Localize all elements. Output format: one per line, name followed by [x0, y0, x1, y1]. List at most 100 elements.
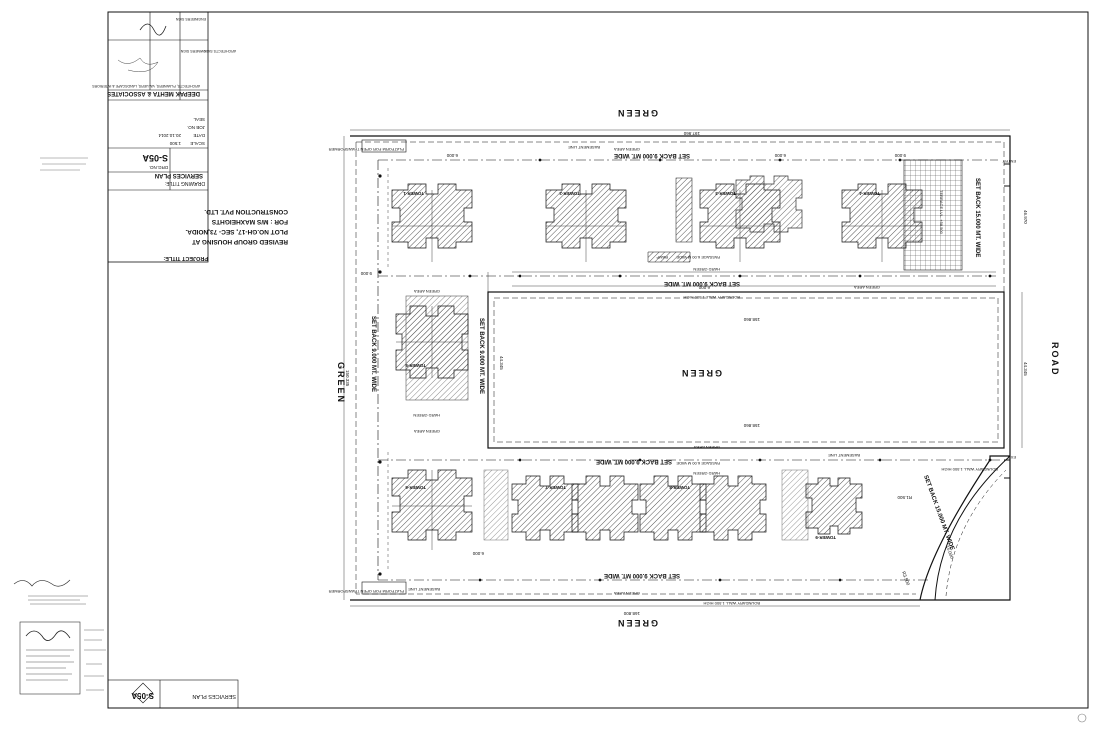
label-left-green: GREEN [336, 362, 346, 404]
dim-right-length: 44.345 [1023, 362, 1028, 376]
green-area-left-low: GREEN AREA [414, 429, 440, 434]
drawing-title-label: DRAWING TITLE: [165, 180, 205, 186]
job-no-label: JOB NO. [187, 125, 205, 130]
green-area-left: GREEN AREA [414, 289, 440, 294]
drawing-title: SERVICES PLAN [155, 172, 203, 178]
green-area-middle: GREEN AREA [694, 445, 720, 450]
tower-tag-2: TOWER-2 [559, 191, 580, 196]
basement-line-top: BASEMENT LINE [568, 145, 600, 150]
setback-left-inner: SET BACK 9.000 MT. WIDE [478, 318, 484, 394]
owners-sign: OWNERS SIGN [180, 49, 206, 53]
basement-line-bottom: BASEMENT LINE [408, 587, 440, 592]
dim-offset-6-d: 6.000 [472, 551, 484, 556]
dim-inner-top: 158.860 [743, 317, 760, 322]
plot-boundary [350, 135, 1011, 601]
tower-tag-8: TOWER-8 [669, 485, 690, 490]
signature-scribble [139, 23, 167, 36]
strip-title: SERVICES PLAN [192, 693, 236, 699]
tower-tag-4: TOWER-4 [859, 191, 880, 196]
dim-bottom-length: 168.800 [623, 611, 640, 616]
towers [391, 175, 923, 550]
label-top-green: GREEN [616, 108, 658, 118]
setback-right-bottom: SET BACK 15.000 MT. WIDE [922, 475, 955, 552]
project-title-label: PROJECT TITLE: [163, 255, 208, 261]
tower-tag-5: TOWER-5 [405, 363, 426, 368]
date-value: 20.10.2014 [158, 133, 181, 138]
architects-sign: ARCHITECTS SIGN [204, 49, 236, 53]
dim-left-length: 150.335 [345, 370, 350, 387]
dim-curve-2: R3.500 [901, 571, 911, 587]
seal-label: SEAL [193, 117, 205, 122]
firm-subtitle: ARCHITECTS, PLANNERS, VALUERS, LANDSCAPE… [92, 84, 200, 88]
setback-middle-bottom: SET BACK 9.000 MT. WIDE [596, 458, 672, 464]
transformer-top: PLATFORM FOR OPEN TRANSFORMER [328, 147, 404, 152]
dim-inner-bottom: 158.860 [743, 423, 760, 428]
tower-block-10 [805, 477, 863, 535]
tower-tag-1: TOWER-1 [403, 191, 424, 196]
approval-stamps [13, 157, 106, 695]
tower-block-9b [699, 475, 767, 541]
date-label: DATE [193, 133, 205, 138]
tower-tag-9: TOWER-9 [815, 535, 836, 540]
tower-tag-7: TOWER-7 [545, 485, 566, 490]
sheet-border [107, 11, 1089, 709]
label-center-green: GREEN [680, 368, 722, 378]
page-corner-mark [1077, 713, 1087, 723]
site-plan [350, 135, 1011, 601]
boundary-wall-inner: BOUNDARY WALL 1.500 HIGH [683, 295, 740, 300]
utility-marks [378, 158, 992, 582]
green-area-top: GREEN AREA [614, 147, 640, 152]
passage-top: PASSAGE 6.00 M WIDE [676, 255, 720, 260]
hard-green-top: HARD GREEN [693, 267, 720, 272]
tower-tags: TOWER-1 TOWER-2 TOWER-3 TOWER-4 TOWER-5 … [403, 191, 880, 540]
hard-green-bottom: HARD GREEN [693, 471, 720, 476]
setback-middle-top: SET BACK 9.000 MT. WIDE [664, 280, 740, 286]
transformer-bottom: PLATFORM FOR OPEN TRANSFORMER [328, 589, 404, 594]
label-right-road: ROAD [1050, 342, 1060, 377]
firm-name: DEEPAK MEHTA & ASSOCIATES [107, 90, 200, 96]
scale-label: SCALE [190, 141, 205, 146]
basement-line-right: BASEMENT LINE [828, 453, 860, 458]
setback-left: SET BACK 9.000 MT. WIDE [370, 316, 376, 392]
tower-tag-3: TOWER-3 [715, 191, 736, 196]
tower-block-4 [735, 175, 803, 233]
dim-offset-6-a: 6.000 [446, 153, 458, 158]
boundary-wall-bottom: BOUNDARY WALL 1.500 HIGH [703, 601, 760, 606]
tower-tag-6: TOWER-6 [405, 485, 426, 490]
green-area-right: GREEN AREA [854, 285, 880, 290]
dim-offset-9-left: 9.000 [360, 271, 372, 276]
client-name: FOR : M/S MAXHEIGHTS [211, 218, 288, 225]
exit-label: EXIT [1007, 455, 1016, 460]
dim-offset-6-b: 6.000 [774, 153, 786, 158]
bottom-strip: SERVICES PLAN S-05A [107, 679, 239, 709]
engineers-sign: ENGINEERS SIGN [175, 17, 206, 21]
dim-offset-6-c: 6.000 [698, 285, 710, 290]
setback-right-top: SET BACK 15.000 MT. WIDE [974, 178, 980, 257]
tower-block-8a [511, 475, 579, 541]
hard-green-left: HARD GREEN [413, 413, 440, 418]
dim-offset-9: 9.000 [894, 153, 906, 158]
drg-no-label: DRG.NO. [149, 165, 168, 170]
label-bottom-green: GREEN [616, 618, 658, 628]
dim-right-top: 46.970 [1023, 210, 1028, 224]
orientation-labels: GREEN GREEN GREEN ROAD GREEN [336, 108, 1060, 628]
project-title: REVISED GROUP HOUSING AT [192, 238, 288, 245]
dim-inner-side: 44.345 [499, 356, 504, 370]
title-block: PROJECT TITLE: REVISED GROUP HOUSING AT … [92, 11, 288, 263]
dim-offset-15: 15.000 [945, 545, 955, 560]
inner-green-plot [487, 291, 1005, 449]
green-area-bottom: GREEN AREA [614, 591, 640, 596]
setback-top: SET BACK 9.000 MT. WIDE [614, 152, 690, 158]
tower-block-8b [571, 475, 639, 541]
project-title-2: PLOT NO.GH-17, SEC- 73,NOIDA. [185, 228, 288, 235]
entry-label: ENTRY [1002, 159, 1016, 164]
dim-curve-1: R1.500 [897, 495, 912, 500]
strip-drg-no: S-05A [131, 691, 154, 700]
passage-bottom: PASSAGE 6.00 M WIDE [676, 461, 720, 466]
client-name-2: CONSTRUCTION PVT. LTD. [204, 208, 288, 215]
setback-bottom: SET BACK 9.000 MT. WIDE [604, 572, 680, 578]
scale-value: 1:500 [169, 141, 181, 146]
plan-notes: GREEN AREA GREEN AREA GREEN AREA GREEN A… [328, 145, 1016, 606]
boundary-wall-right: BOUNDARY WALL 1.500 HIGH [941, 467, 998, 472]
